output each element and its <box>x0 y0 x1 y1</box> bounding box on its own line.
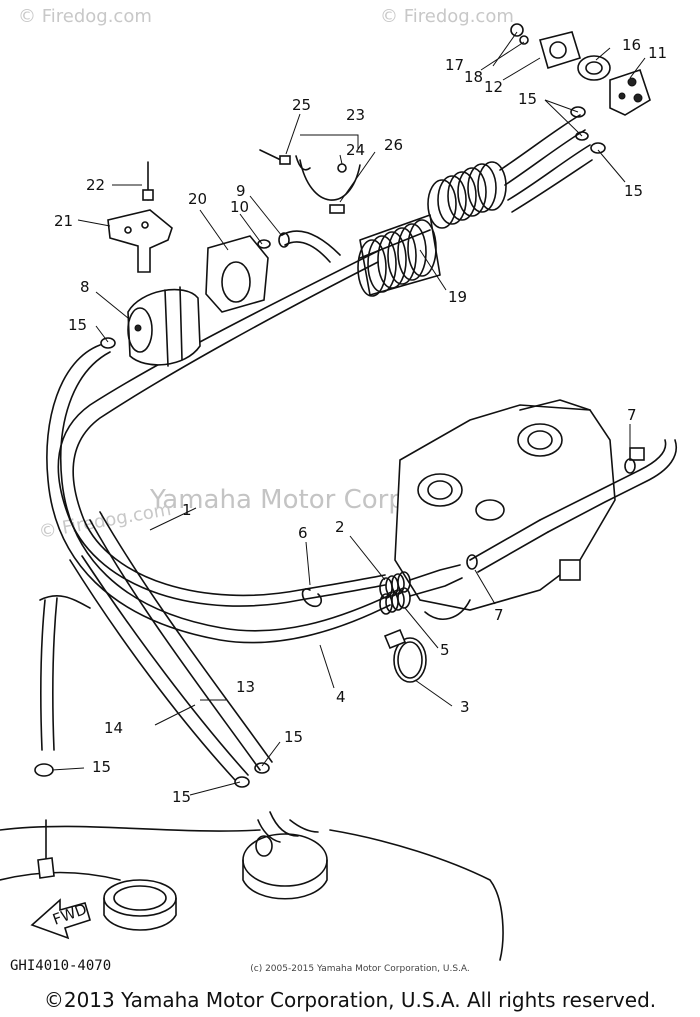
callout-5: 5 <box>440 641 450 659</box>
watermark-top-left: © Firedog.com <box>18 6 152 27</box>
fuel-tank <box>0 811 504 961</box>
callout-24: 24 <box>346 141 365 159</box>
callout-18: 18 <box>464 68 483 86</box>
bracket-21 <box>107 161 173 273</box>
callout-23: 23 <box>346 106 365 124</box>
fitting-assembly <box>510 23 651 116</box>
callout-26: 26 <box>384 136 403 154</box>
footer-copyright: ©2013 Yamaha Motor Corporation, U.S.A. A… <box>43 988 657 1012</box>
callout-15-filter: 15 <box>68 316 87 334</box>
bellows-19 <box>357 114 593 297</box>
carburetor-assembly <box>394 399 616 620</box>
callout-17: 17 <box>445 56 464 74</box>
callout-2: 2 <box>335 518 345 536</box>
callout-22: 22 <box>86 176 105 194</box>
callout-21: 21 <box>54 212 73 230</box>
callout-7-upper: 7 <box>627 406 637 424</box>
holder-20 <box>205 235 269 313</box>
fuel-hoses <box>39 249 391 781</box>
watermark-top-right: © Firedog.com <box>380 6 514 27</box>
callout-10: 10 <box>230 198 249 216</box>
callout-6: 6 <box>298 524 308 542</box>
callout-12: 12 <box>484 78 503 96</box>
callout-1: 1 <box>182 501 192 519</box>
callout-15-left: 15 <box>92 758 111 776</box>
callout-14: 14 <box>104 719 123 737</box>
callout-9: 9 <box>236 182 246 200</box>
leader-lines <box>51 31 646 796</box>
fuel-lines-7 <box>466 439 677 573</box>
coupler-2 <box>379 564 463 615</box>
hose-9 <box>257 230 341 263</box>
callout-20: 20 <box>188 190 207 208</box>
callout-15-tank-right: 15 <box>284 728 303 746</box>
callout-19: 19 <box>448 288 467 306</box>
callout-11: 11 <box>648 44 667 62</box>
clamp-3 <box>383 628 427 683</box>
fuel-filter-8 <box>127 286 201 367</box>
callout-8: 8 <box>80 278 90 296</box>
callout-15-tank-left: 15 <box>172 788 191 806</box>
clip-6 <box>301 588 322 608</box>
callout-15-right: 15 <box>624 182 643 200</box>
callout-3: 3 <box>460 698 470 716</box>
diagram-code: GHI4010-4070 <box>10 958 112 974</box>
clamp-23 <box>259 149 361 214</box>
callout-15-top: 15 <box>518 90 537 108</box>
callout-4: 4 <box>336 688 346 706</box>
callout-25: 25 <box>292 96 311 114</box>
callouts: 1 2 3 4 5 6 7 7 8 9 10 11 12 13 14 15 15… <box>54 36 667 806</box>
callout-13: 13 <box>236 678 255 696</box>
callout-7-lower: 7 <box>494 606 504 624</box>
fwd-arrow: FWD <box>30 898 91 940</box>
callout-16: 16 <box>622 36 641 54</box>
small-copyright: (c) 2005-2015 Yamaha Motor Corporation, … <box>250 964 470 974</box>
